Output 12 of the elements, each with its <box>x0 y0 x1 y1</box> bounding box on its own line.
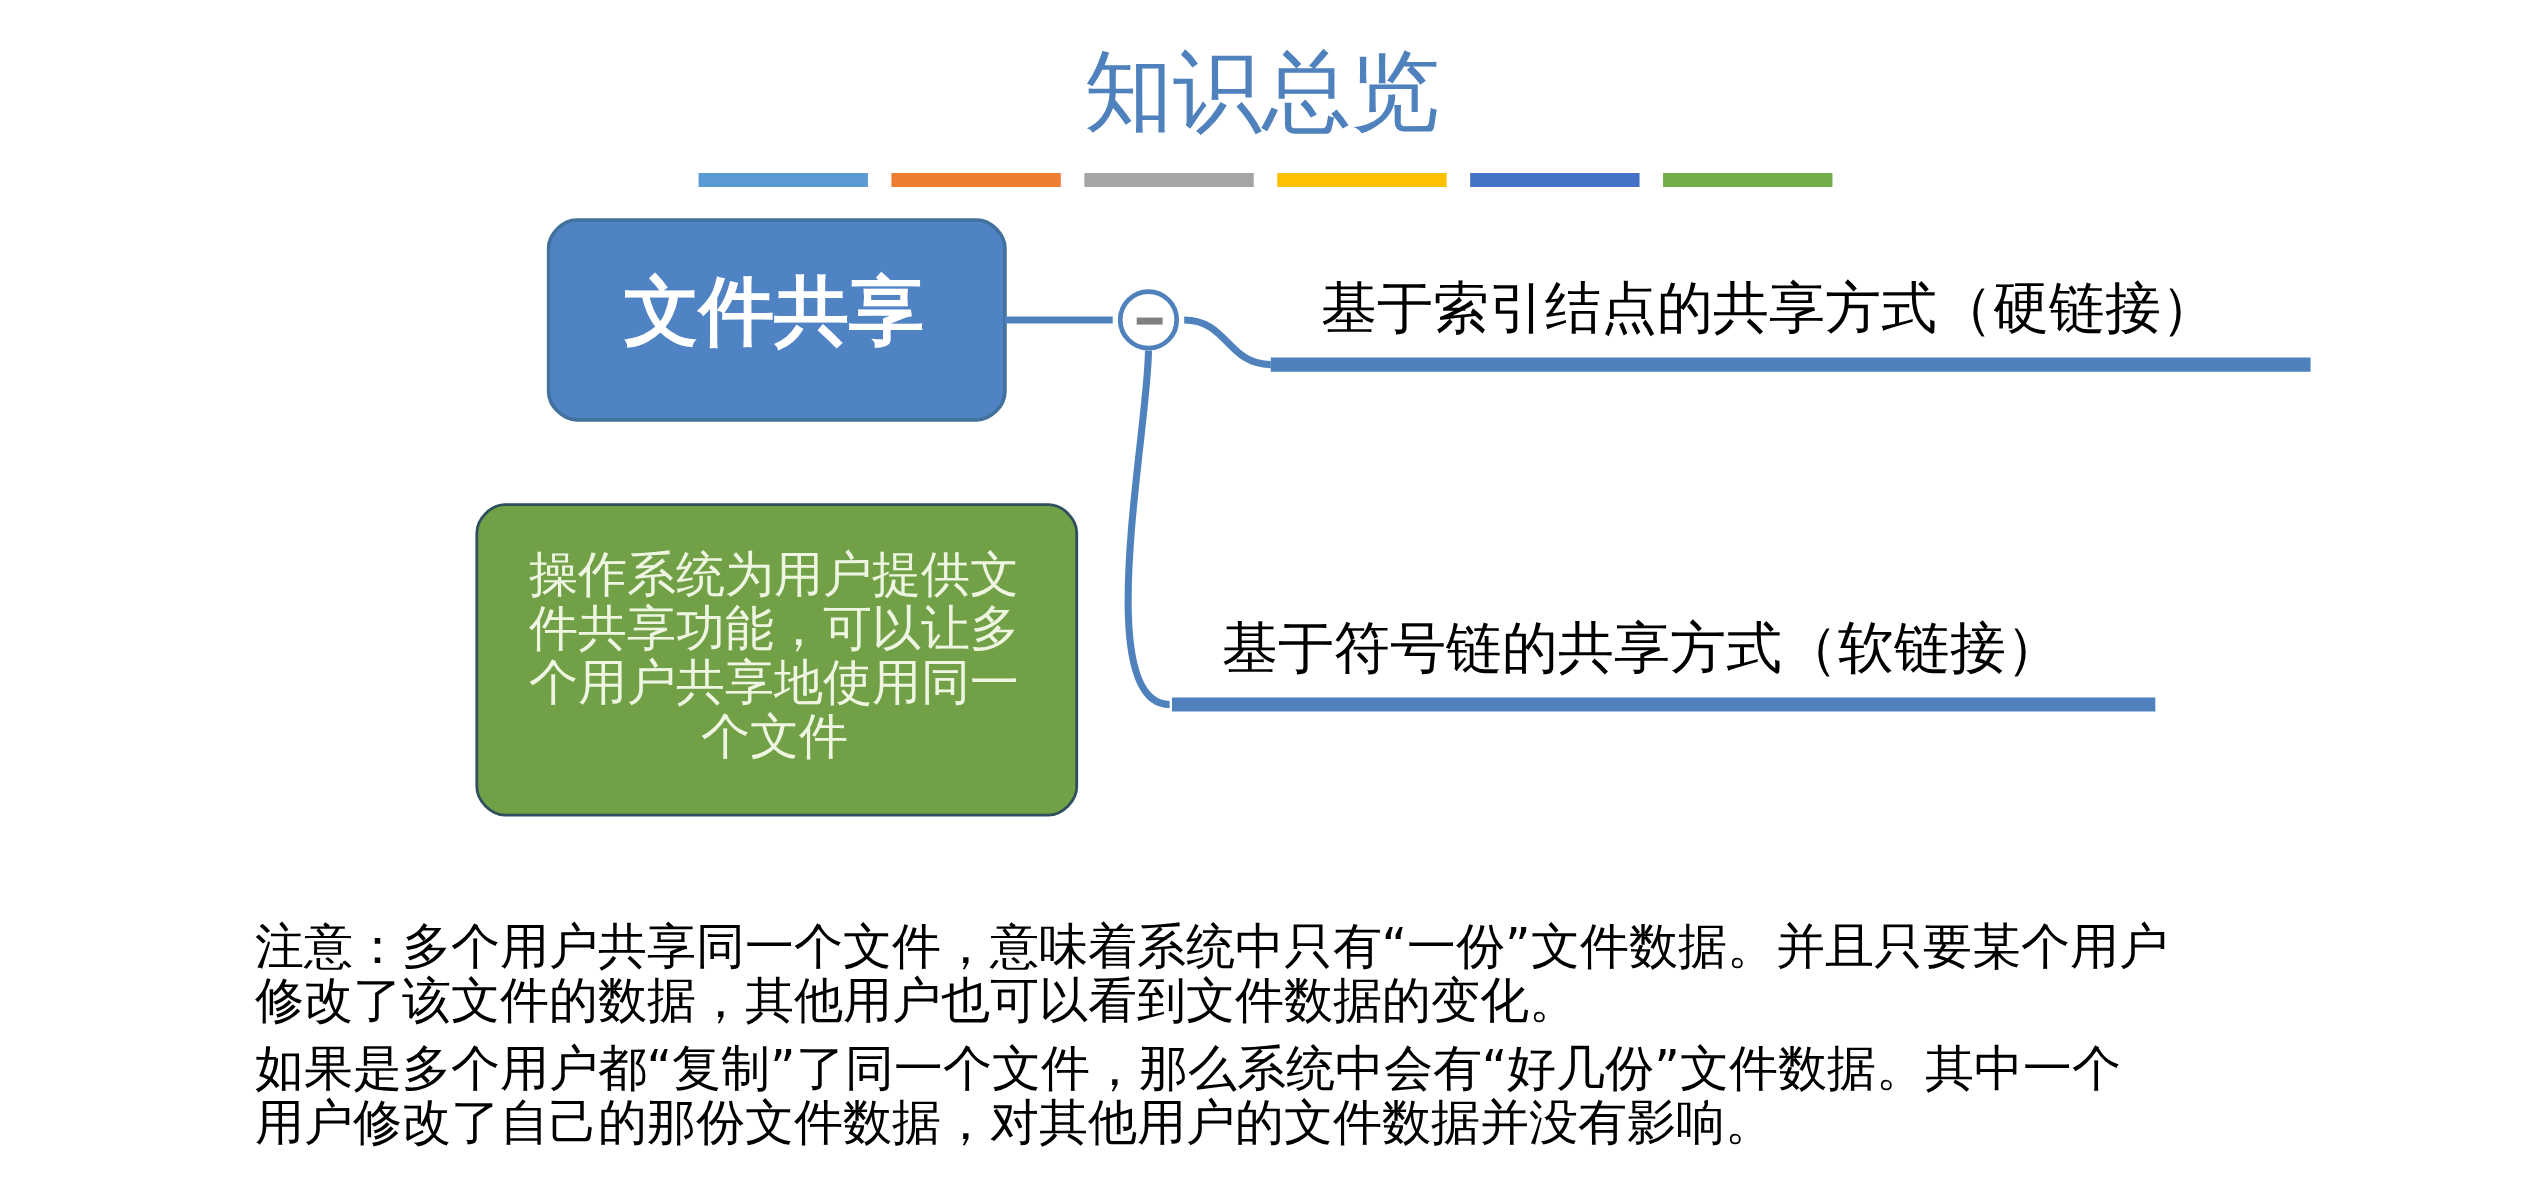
label: 注意：多个用户共享同一个文件，意味着系统中只有“一份”文件数据。并且只要某个用户修改了该文件的数据，其他用户也可以看到文件数据的变化。 <box>254 916 2168 1029</box>
node-box <box>1171 697 2155 712</box>
diagram-title: 知识总览 <box>1083 39 1440 144</box>
node-label: 基于符号链的共享方式（软链接） <box>1221 615 2062 681</box>
label: 如果是多个用户都“复制”了同一个文件，那么系统中会有“好几份”文件数据。其中一个用户修改了自己的那份文件数据，对其他用户的文件数据并没有影响。 <box>254 1039 2121 1152</box>
node-box: 操作系统为用户提供文件共享功能，可以让多个用户共享地使用同一个文件 <box>474 503 1078 817</box>
node-circle <box>1117 289 1179 351</box>
node-box <box>1270 357 2311 372</box>
connector <box>1004 316 1113 324</box>
node-label: 基于索引结点的共享方式（硬链接） <box>1320 275 2217 341</box>
connector <box>1183 316 1271 369</box>
node-box: 文件共享 <box>546 218 1007 422</box>
